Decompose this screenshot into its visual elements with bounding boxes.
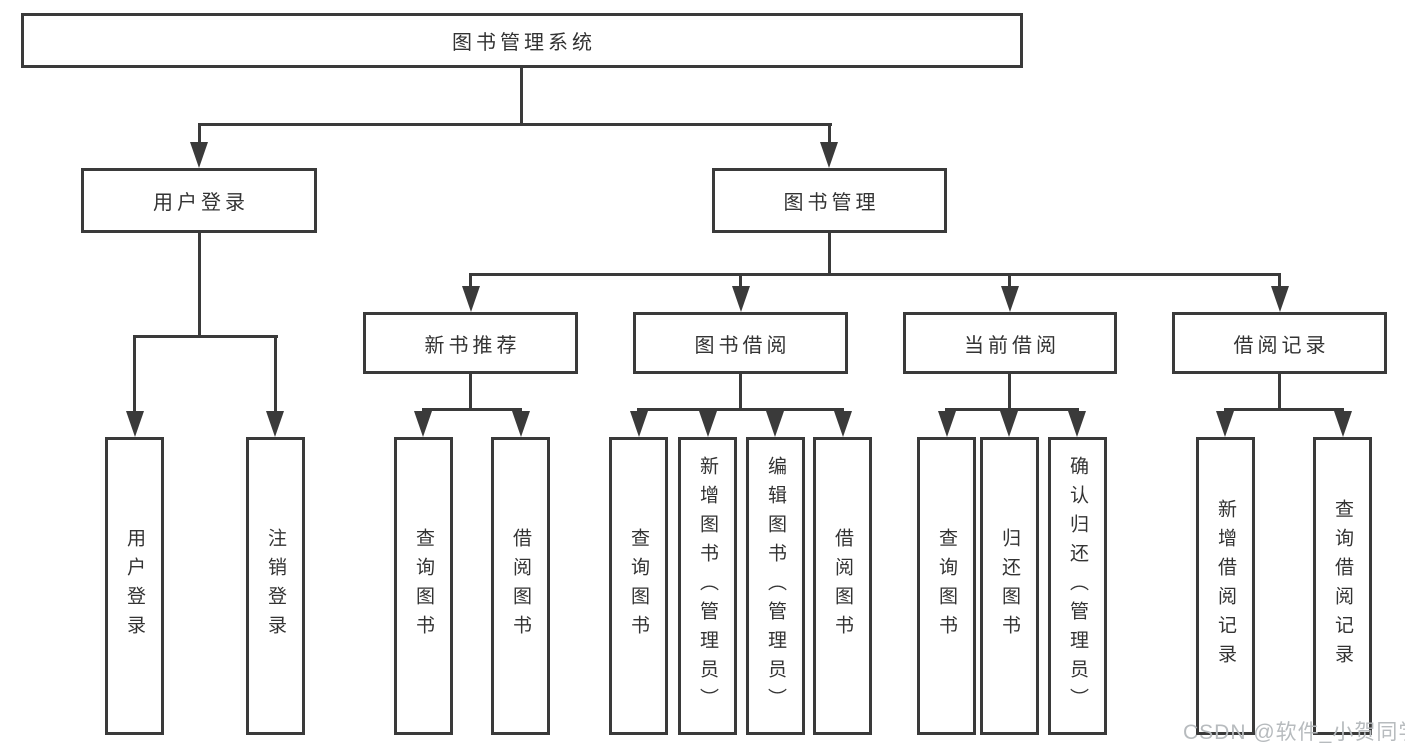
line-segment	[274, 338, 277, 414]
leaf-confirm-return-admin: 确认归还（管理员）	[1048, 437, 1107, 735]
node-label: 借阅记录	[1233, 334, 1330, 357]
leaf-query-books-borrow: 查询图书	[609, 437, 668, 735]
line-segment	[637, 408, 844, 411]
arrowhead-icon	[1334, 411, 1352, 437]
arrowhead-icon	[1068, 411, 1086, 437]
leaf-logout: 注销登录	[246, 437, 305, 735]
leaf-edit-book-admin: 编辑图书（管理员）	[746, 437, 805, 735]
node-book-management: 图书管理	[712, 168, 947, 233]
node-label: 借阅图书	[510, 528, 531, 644]
node-label: 当前借阅	[964, 334, 1060, 357]
arrowhead-icon	[1000, 411, 1018, 437]
line-segment	[828, 233, 831, 276]
arrowhead-icon	[938, 411, 956, 437]
node-label: 借阅图书	[832, 528, 853, 644]
node-new-book-recommend: 新书推荐	[363, 312, 578, 374]
line-segment	[422, 408, 522, 411]
node-label: 查询图书	[628, 528, 649, 644]
line-segment	[945, 408, 1079, 411]
watermark: CSDN @软件_小贺同学	[1183, 721, 1405, 744]
node-label: 新增图书（管理员）	[697, 455, 718, 717]
node-label: 查询图书	[413, 528, 434, 644]
node-label: 用户登录	[124, 528, 145, 644]
leaf-add-book-admin: 新增图书（管理员）	[678, 437, 737, 735]
line-segment	[469, 273, 1281, 276]
line-segment	[133, 335, 278, 338]
node-label: 图书管理	[783, 192, 880, 214]
leaf-user-login: 用户登录	[105, 437, 164, 735]
node-label: 图书管理系统	[452, 32, 596, 54]
arrowhead-icon	[462, 286, 480, 312]
line-segment	[1224, 408, 1344, 411]
node-borrow-records: 借阅记录	[1172, 312, 1387, 374]
leaf-query-books-current: 查询图书	[917, 437, 976, 735]
arrowhead-icon	[630, 411, 648, 437]
node-user-login: 用户登录	[81, 168, 317, 233]
arrowhead-icon	[834, 411, 852, 437]
arrowhead-icon	[414, 411, 432, 437]
line-segment	[828, 126, 831, 146]
leaf-borrow-books-recommend: 借阅图书	[491, 437, 550, 735]
node-label: 新书推荐	[424, 334, 521, 357]
arrowhead-icon	[1216, 411, 1234, 437]
line-segment	[469, 374, 472, 411]
leaf-borrow-books: 借阅图书	[813, 437, 872, 735]
line-segment	[739, 276, 742, 290]
line-segment	[520, 68, 523, 125]
node-label: 注销登录	[265, 528, 286, 644]
arrowhead-icon	[1271, 286, 1289, 312]
node-label: 新增借阅记录	[1215, 499, 1236, 673]
line-segment	[198, 233, 201, 338]
node-root: 图书管理系统	[21, 13, 1023, 68]
line-segment	[1008, 374, 1011, 411]
line-segment	[198, 126, 201, 146]
line-segment	[469, 276, 472, 290]
arrowhead-icon	[512, 411, 530, 437]
line-segment	[133, 338, 136, 414]
arrowhead-icon	[1001, 286, 1019, 312]
line-segment	[198, 123, 832, 126]
arrowhead-icon	[766, 411, 784, 437]
leaf-return-book: 归还图书	[980, 437, 1039, 735]
arrowhead-icon	[126, 411, 144, 437]
leaf-query-borrow-record: 查询借阅记录	[1313, 437, 1372, 735]
arrowhead-icon	[699, 411, 717, 437]
arrowhead-icon	[820, 142, 838, 168]
node-label: 确认归还（管理员）	[1067, 455, 1088, 717]
leaf-query-books-recommend: 查询图书	[394, 437, 453, 735]
line-segment	[1278, 276, 1281, 290]
node-book-borrow: 图书借阅	[633, 312, 848, 374]
node-label: 图书借阅	[694, 334, 791, 357]
arrowhead-icon	[732, 286, 750, 312]
node-current-borrow: 当前借阅	[903, 312, 1117, 374]
node-label: 查询借阅记录	[1332, 499, 1353, 673]
leaf-add-borrow-record: 新增借阅记录	[1196, 437, 1255, 735]
arrowhead-icon	[190, 142, 208, 168]
node-label: 查询图书	[936, 528, 957, 644]
arrowhead-icon	[266, 411, 284, 437]
node-label: 归还图书	[999, 528, 1020, 644]
line-segment	[1008, 276, 1011, 290]
line-segment	[739, 374, 742, 411]
line-segment	[1278, 374, 1281, 411]
node-label: 用户登录	[153, 192, 249, 214]
node-label: 编辑图书（管理员）	[765, 455, 786, 717]
